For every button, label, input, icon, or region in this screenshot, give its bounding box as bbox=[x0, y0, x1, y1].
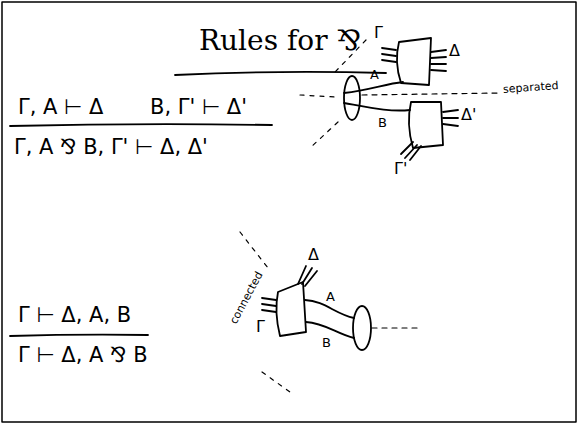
context-label: Δ bbox=[449, 42, 460, 60]
inference-line bbox=[10, 124, 272, 126]
dashed-line bbox=[300, 95, 336, 97]
proof-box bbox=[276, 282, 306, 336]
formula-label: A bbox=[370, 68, 379, 82]
context-label: Γ bbox=[256, 318, 265, 336]
context-label: Δ bbox=[308, 246, 319, 264]
sequent: B, Γ' ⊢ Δ' bbox=[150, 96, 247, 119]
dashed-line bbox=[262, 372, 290, 392]
context-label: Γ' bbox=[394, 160, 407, 178]
formula-label: A bbox=[326, 290, 335, 304]
context-wires bbox=[431, 50, 446, 71]
dashed-line bbox=[372, 327, 420, 328]
dashed-line bbox=[362, 93, 500, 95]
par-link bbox=[344, 76, 360, 120]
context-label: Δ' bbox=[461, 106, 476, 124]
context-wires bbox=[382, 48, 396, 62]
context-wires bbox=[262, 298, 276, 312]
sequent: Γ, A ⊢ Δ bbox=[18, 96, 103, 119]
sequent: Γ ⊢ Δ, A ⅋ B bbox=[18, 344, 148, 367]
context-wires bbox=[401, 142, 421, 160]
par-link bbox=[353, 306, 371, 350]
dashed-line bbox=[310, 122, 338, 148]
context-label: Γ bbox=[374, 24, 383, 42]
formula-wire bbox=[344, 103, 410, 111]
formula-wire bbox=[344, 82, 403, 93]
formula-label: B bbox=[378, 116, 387, 130]
dashed-line bbox=[240, 232, 268, 268]
slide-title: Rules for ⅋ bbox=[199, 26, 361, 57]
sequent: Γ, A ⅋ B, Γ' ⊢ Δ, Δ' bbox=[14, 136, 208, 159]
formula-label: B bbox=[322, 336, 331, 350]
annotation: separated bbox=[503, 80, 559, 96]
title-underline bbox=[175, 72, 386, 75]
sequent: Γ ⊢ Δ, A, B bbox=[18, 304, 131, 327]
context-wires bbox=[298, 266, 317, 286]
inference-line bbox=[10, 335, 148, 336]
context-wires bbox=[443, 110, 458, 126]
proof-box bbox=[409, 102, 443, 148]
proof-box bbox=[397, 38, 431, 85]
